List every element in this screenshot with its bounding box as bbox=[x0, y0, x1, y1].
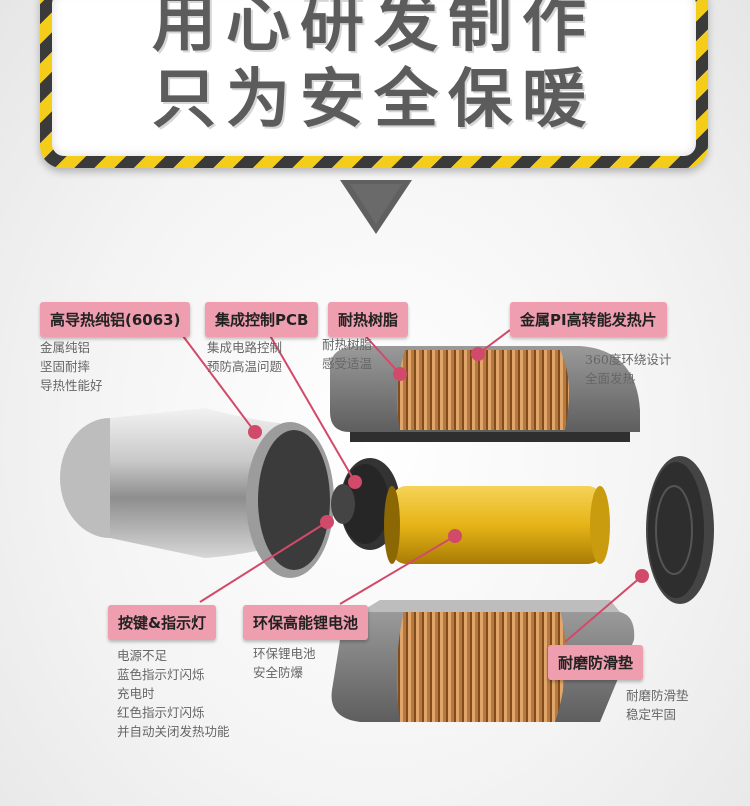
aluminum-shell bbox=[60, 408, 334, 578]
label-aluminum: 高导热纯铝(6063) bbox=[40, 302, 191, 337]
label-resin: 耐热树脂 bbox=[328, 302, 409, 337]
label-button-indicator: 按键&指示灯 bbox=[108, 605, 217, 640]
label-pcb: 集成控制PCB bbox=[205, 302, 319, 337]
desc-pcb: 集成电路控制 预防高温问题 bbox=[207, 340, 283, 374]
top-heater-shell bbox=[330, 346, 640, 442]
desc-heating-sheet: 360度环绕设计 全面发热 bbox=[585, 352, 672, 386]
headline-line-2: 只为安全保暖 bbox=[152, 63, 596, 137]
label-battery: 环保高能锂电池 bbox=[243, 605, 369, 640]
lithium-battery bbox=[384, 486, 610, 564]
label-heating-sheet: 金属PI高转能发热片 bbox=[510, 302, 667, 337]
desc-button-indicator: 电源不足 蓝色指示灯闪烁 充电时 红色指示灯闪烁 并自动关闭发热功能 bbox=[117, 648, 230, 739]
hazard-banner: 用心研发制作 只为安全保暖 bbox=[40, 0, 708, 168]
desc-resin: 耐热树脂 感受适温 bbox=[322, 337, 373, 371]
down-arrow-icon bbox=[340, 180, 412, 234]
desc-battery: 环保锂电池 安全防爆 bbox=[253, 646, 316, 680]
headline-line-1: 用心研发制作 bbox=[152, 0, 596, 61]
label-anti-slip-pad: 耐磨防滑垫 bbox=[548, 645, 644, 680]
anti-slip-pad bbox=[646, 456, 714, 604]
banner-panel: 用心研发制作 只为安全保暖 bbox=[52, 0, 696, 156]
desc-anti-slip-pad: 耐磨防滑垫 稳定牢固 bbox=[626, 688, 689, 722]
leader-lines bbox=[179, 329, 649, 643]
bottom-heater-shell bbox=[331, 600, 635, 722]
desc-aluminum: 金属纯铝 坚固耐摔 导热性能好 bbox=[40, 340, 103, 393]
